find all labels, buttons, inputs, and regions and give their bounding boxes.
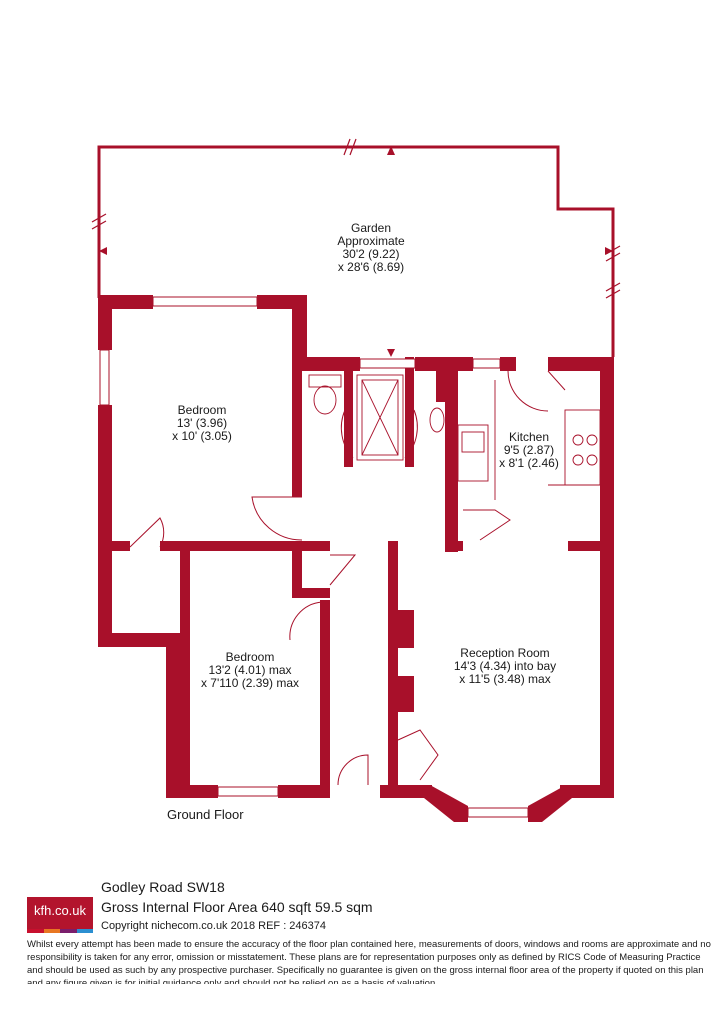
- logo-stripes: [27, 929, 93, 933]
- logo-text: kfh.co.uk: [33, 903, 87, 918]
- door-swings: [129, 370, 566, 786]
- kitchen-dim-2: x 8'1 (2.46): [499, 456, 559, 470]
- kitchen-name: Kitchen: [508, 430, 550, 444]
- garden-name: Garden: [350, 221, 392, 235]
- garden-boundary: [97, 145, 615, 357]
- bedroom1-label: Bedroom 13' (3.96) x 10' (3.05): [142, 404, 262, 443]
- walls: [98, 295, 614, 822]
- bedroom1-dim-1: 13' (3.96): [176, 416, 228, 430]
- logo-stripe: [27, 929, 44, 933]
- kitchen-label: Kitchen 9'5 (2.87) x 8'1 (2.46): [489, 431, 569, 470]
- disclaimer: Whilst every attempt has been made to en…: [27, 939, 711, 984]
- garden-label: Garden Approximate 30'2 (9.22) x 28'6 (8…: [301, 222, 441, 274]
- logo-stripe: [43, 929, 60, 933]
- floor-area: Gross Internal Floor Area 640 sqft 59.5 …: [101, 899, 373, 915]
- reception-label: Reception Room 14'3 (4.34) into bay x 11…: [430, 647, 580, 686]
- kitchen-dim-1: 9'5 (2.87): [503, 443, 555, 457]
- windows: [99, 296, 529, 818]
- logo-stripe: [76, 929, 93, 933]
- bedroom1-name: Bedroom: [177, 403, 227, 417]
- bedroom2-label: Bedroom 13'2 (4.01) max x 7'110 (2.39) m…: [180, 651, 320, 690]
- reception-dim-2: x 11'5 (3.48) max: [459, 672, 551, 686]
- bedroom2-dim-2: x 7'110 (2.39) max: [200, 676, 300, 690]
- garden-dim-2: x 28'6 (8.69): [337, 260, 405, 274]
- fixtures: [308, 374, 601, 500]
- reception-name: Reception Room: [460, 646, 550, 660]
- property-address: Godley Road SW18: [101, 879, 225, 895]
- copyright-ref: Copyright nichecom.co.uk 2018 REF : 2463…: [101, 920, 327, 932]
- bedroom1-dim-2: x 10' (3.05): [172, 429, 232, 443]
- bedroom2-dim-1: 13'2 (4.01) max: [208, 663, 292, 677]
- bedroom2-name: Bedroom: [225, 650, 275, 664]
- agency-logo: kfh.co.uk: [27, 897, 93, 933]
- garden-dim-1: 30'2 (9.22): [342, 247, 400, 261]
- garden-approx: Approximate: [337, 234, 405, 248]
- garden-break-marks: [91, 138, 621, 299]
- logo-stripe: [60, 929, 77, 933]
- garden-dimension-arrows: [99, 146, 613, 357]
- floor-label: Ground Floor: [167, 807, 244, 822]
- reception-dim-1: 14'3 (4.34) into bay: [453, 659, 557, 673]
